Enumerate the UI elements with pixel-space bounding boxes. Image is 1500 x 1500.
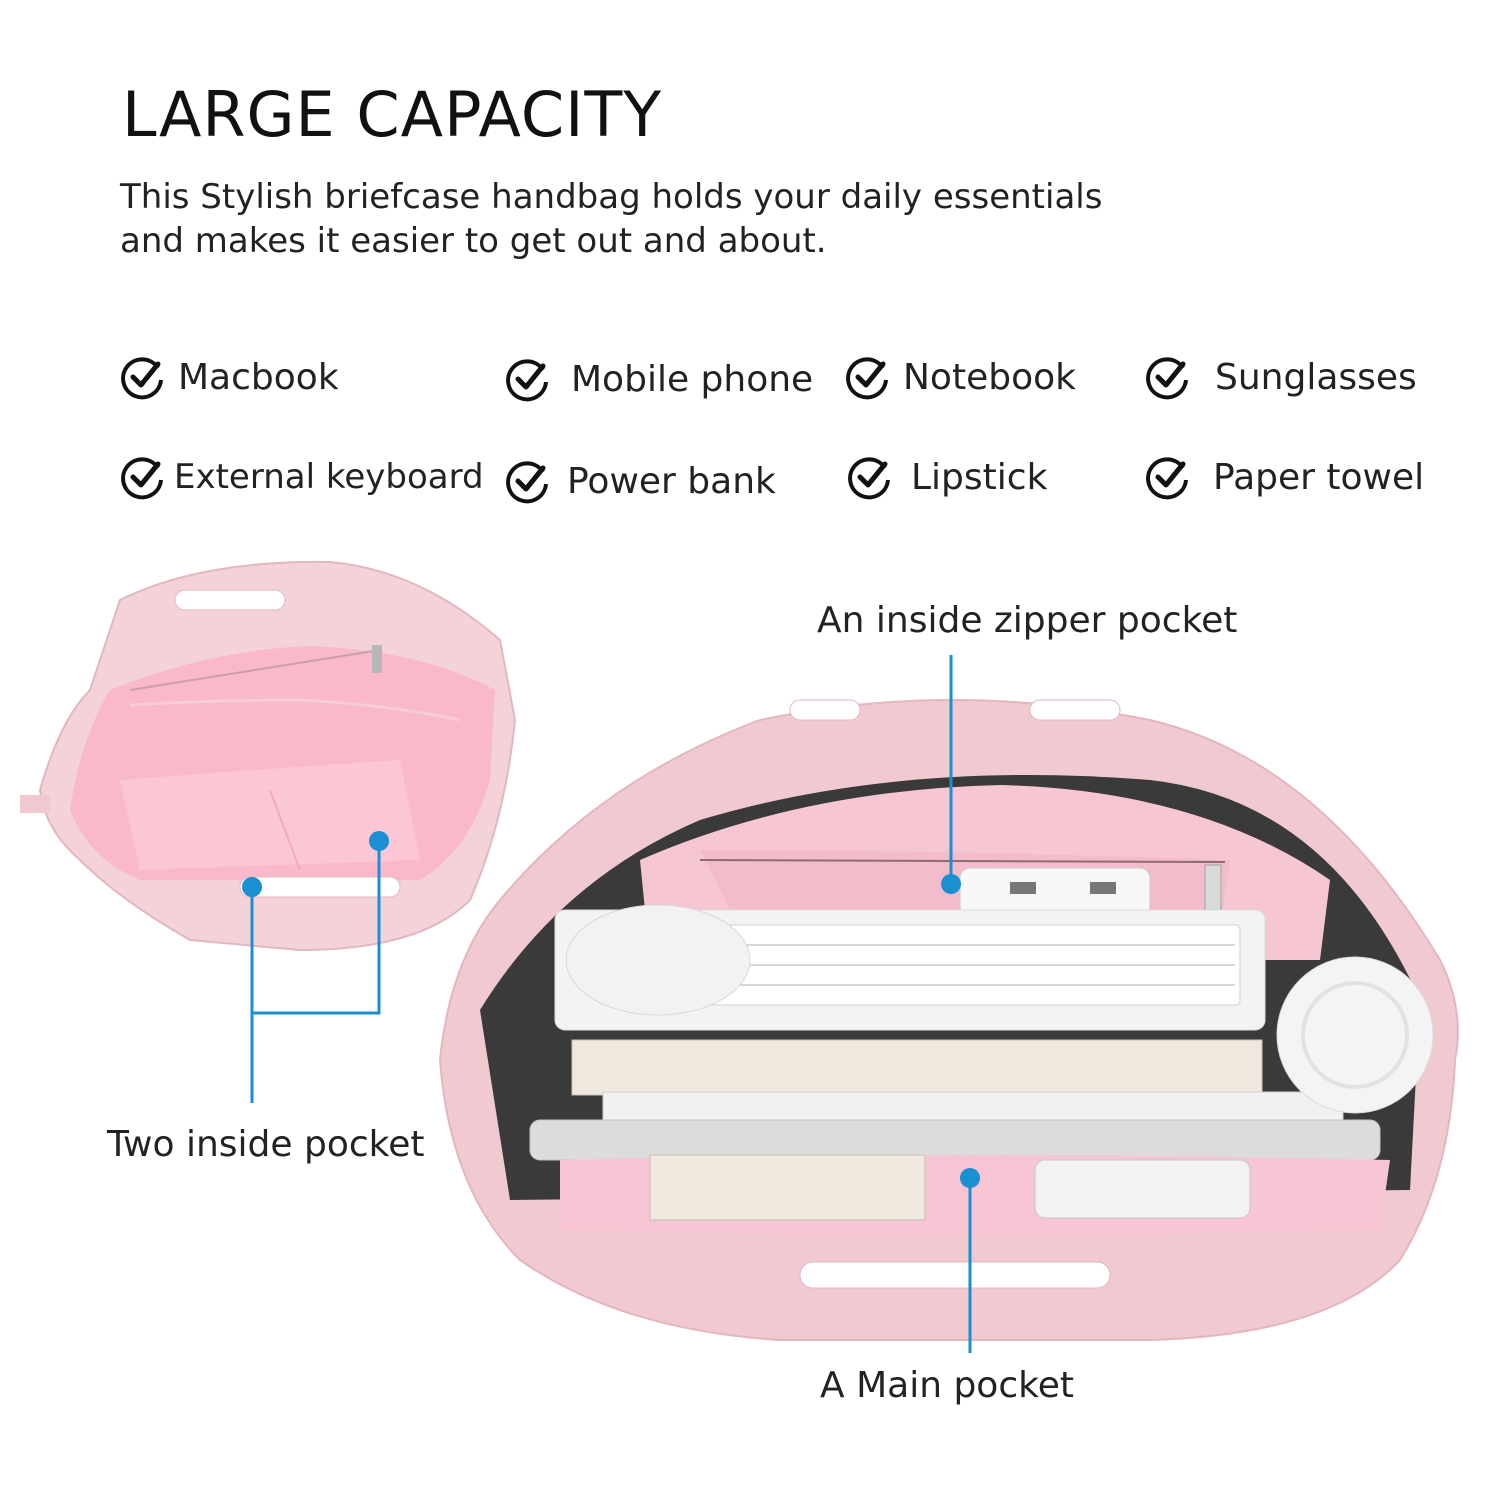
main-pocket-marker: [960, 1168, 980, 1188]
item-label: Power bank: [567, 460, 776, 502]
small-bag-image: [20, 560, 517, 952]
callout-lines: [242, 655, 980, 1353]
item-external-keyboard: External keyboard: [120, 452, 484, 502]
checkmark-circle-icon: [1146, 457, 1188, 500]
callout-main-pocket: A Main pocket: [820, 1365, 1074, 1406]
checkmark-circle-icon: [848, 457, 890, 500]
item-power-bank: Power bank: [505, 456, 776, 506]
item-label: Notebook: [903, 356, 1076, 398]
item-sunglasses: Sunglasses: [1145, 352, 1417, 402]
item-lipstick: Lipstick: [847, 452, 1047, 502]
zipper-pocket-marker: [941, 874, 961, 894]
item-mobile-phone: Mobile phone: [505, 354, 813, 404]
item-label: External keyboard: [174, 457, 484, 497]
checkmark-circle-icon: [506, 359, 548, 402]
large-bag-image: [438, 699, 1459, 1341]
checkmark-circle-icon: [846, 357, 888, 400]
item-macbook: Macbook: [120, 352, 339, 402]
checkmark-circle-icon: [121, 457, 163, 500]
item-label: Paper towel: [1213, 456, 1425, 498]
description-line-2: and makes it easier to get out and about…: [120, 221, 827, 261]
inside-pocket-leader-line-2: [252, 841, 381, 1015]
checkmark-circle-icon: [506, 461, 548, 504]
page-title: LARGE CAPACITY: [122, 78, 663, 151]
callout-zipper-pocket: An inside zipper pocket: [817, 600, 1238, 641]
checkmark-circle-icon: [1146, 357, 1188, 400]
item-notebook: Notebook: [845, 352, 1076, 402]
item-paper-towel: Paper towel: [1145, 452, 1424, 502]
description-line-1: This Stylish briefcase handbag holds you…: [120, 177, 1103, 217]
item-label: Sunglasses: [1215, 356, 1417, 398]
item-label: Macbook: [178, 356, 339, 398]
callout-inside-pockets: Two inside pocket: [107, 1124, 425, 1165]
item-label: Mobile phone: [571, 358, 814, 400]
item-label: Lipstick: [911, 456, 1048, 498]
checkmark-circle-icon: [121, 357, 163, 400]
description: This Stylish briefcase handbag holds you…: [120, 175, 1102, 263]
